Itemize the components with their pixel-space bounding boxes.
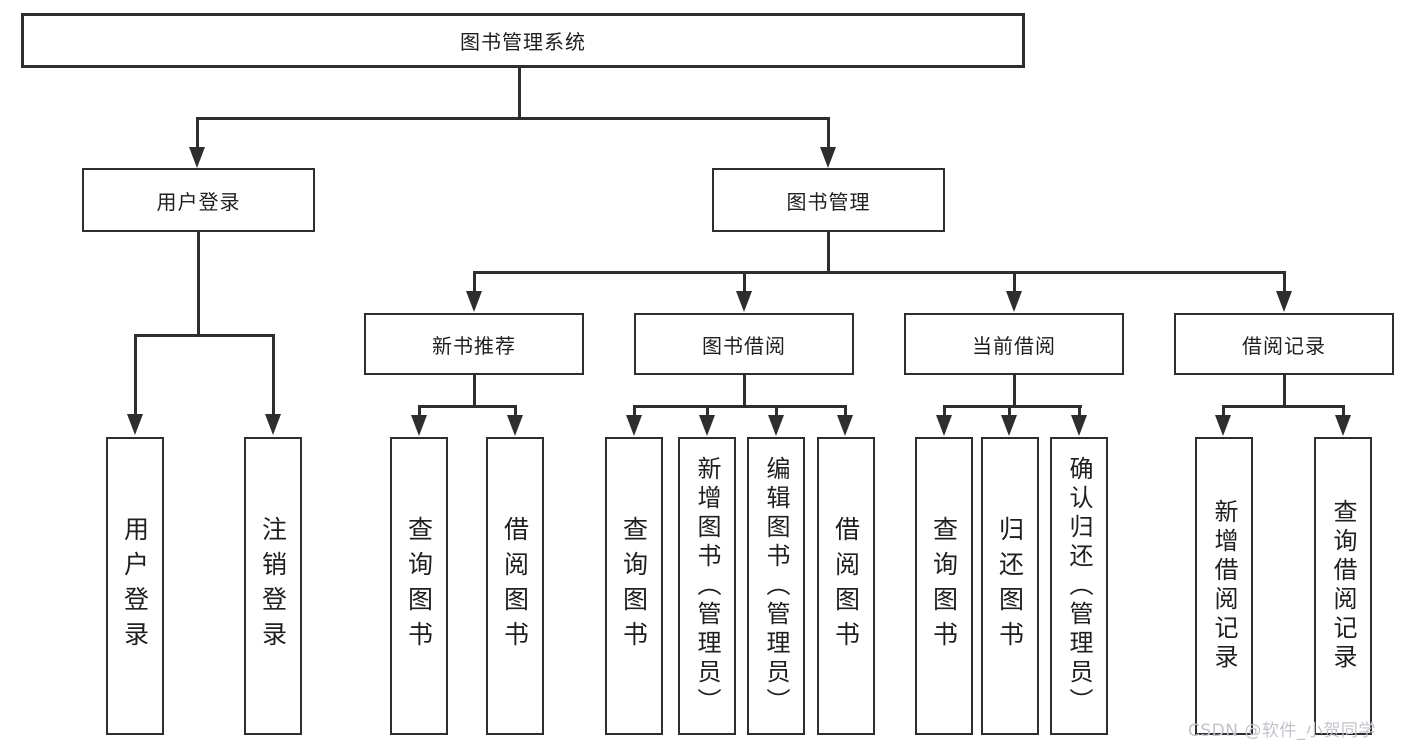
node-return-book-label: 归还图书	[995, 516, 1025, 656]
connector-line	[775, 405, 778, 416]
connector-line	[1283, 375, 1286, 406]
connector-line	[196, 117, 199, 148]
watermark-text: CSDN @软件_小贺同学	[1188, 721, 1376, 741]
node-user-login: 用户登录	[82, 168, 315, 232]
connector-line	[473, 271, 476, 292]
node-user-login-leaf-label: 用户登录	[120, 516, 150, 656]
connector-line	[197, 232, 200, 335]
arrow-down	[699, 415, 715, 436]
node-book-management: 图书管理	[712, 168, 945, 232]
connector-line	[1222, 405, 1345, 408]
arrow-down	[736, 291, 752, 312]
connector-line	[827, 117, 830, 148]
connector-line	[134, 334, 137, 415]
node-query-borrow-record: 查询借阅记录	[1314, 437, 1372, 735]
node-add-borrow-record: 新增借阅记录	[1195, 437, 1253, 735]
arrow-down	[1006, 291, 1022, 312]
arrow-down	[1001, 415, 1017, 436]
connector-line	[943, 405, 946, 416]
connector-line	[514, 405, 517, 416]
connector-line	[1078, 405, 1081, 416]
node-current-borrow-label: 当前借阅	[972, 333, 1056, 358]
arrow-down	[936, 415, 952, 436]
arrow-down	[411, 415, 427, 436]
node-new-book-recommend-label: 新书推荐	[432, 333, 516, 358]
connector-line	[1283, 271, 1286, 292]
connector-line	[1013, 375, 1016, 406]
connector-line	[518, 68, 521, 117]
arrow-down	[189, 147, 205, 168]
arrow-down	[626, 415, 642, 436]
arrow-down	[768, 415, 784, 436]
node-query-books-recommend-label: 查询图书	[404, 516, 434, 656]
node-confirm-return-admin: 确认归还（管理员）	[1050, 437, 1108, 735]
connector-line	[473, 375, 476, 406]
node-root: 图书管理系统	[21, 13, 1025, 68]
arrow-down	[837, 415, 853, 436]
connector-line	[473, 271, 1286, 274]
node-current-borrow: 当前借阅	[904, 313, 1124, 375]
arrow-down	[127, 414, 143, 435]
arrow-down	[1276, 291, 1292, 312]
node-add-book-admin-label: 新增图书（管理员）	[693, 455, 721, 717]
node-user-login-label: 用户登录	[156, 189, 241, 214]
arrow-down	[1335, 415, 1351, 436]
arrow-down	[265, 414, 281, 435]
connector-line	[418, 405, 517, 408]
node-return-book: 归还图书	[981, 437, 1039, 735]
connector-line	[706, 405, 709, 416]
node-query-books-current: 查询图书	[915, 437, 973, 735]
node-borrow-records-label: 借阅记录	[1242, 333, 1326, 358]
node-edit-book-admin: 编辑图书（管理员）	[747, 437, 805, 735]
node-logout-label: 注销登录	[258, 516, 288, 656]
arrow-down	[507, 415, 523, 436]
connector-line	[134, 334, 275, 337]
connector-line	[272, 334, 275, 415]
node-add-book-admin: 新增图书（管理员）	[678, 437, 736, 735]
connector-line	[743, 271, 746, 292]
node-query-books-recommend: 查询图书	[390, 437, 448, 735]
arrow-down	[820, 147, 836, 168]
node-book-management-label: 图书管理	[786, 189, 871, 214]
connector-line	[633, 405, 847, 408]
node-book-borrow-label: 图书借阅	[702, 333, 786, 358]
node-query-books-borrow-label: 查询图书	[619, 516, 649, 656]
connector-line	[844, 405, 847, 416]
arrow-down	[1071, 415, 1087, 436]
connector-line	[633, 405, 636, 416]
node-borrow-books-leaf: 借阅图书	[817, 437, 875, 735]
node-add-borrow-record-label: 新增借阅记录	[1210, 499, 1238, 673]
node-new-book-recommend: 新书推荐	[364, 313, 584, 375]
connector-line	[827, 232, 830, 273]
node-confirm-return-admin-label: 确认归还（管理员）	[1065, 455, 1093, 717]
node-borrow-records: 借阅记录	[1174, 313, 1394, 375]
arrow-down	[1215, 415, 1231, 436]
connector-line	[1222, 405, 1225, 416]
node-query-books-borrow: 查询图书	[605, 437, 663, 735]
connector-line	[418, 405, 421, 416]
connector-line	[743, 375, 746, 406]
node-user-login-leaf: 用户登录	[106, 437, 164, 735]
connector-line	[943, 405, 1082, 408]
node-edit-book-admin-label: 编辑图书（管理员）	[762, 455, 790, 717]
node-query-books-current-label: 查询图书	[929, 516, 959, 656]
connector-line	[1013, 271, 1016, 292]
node-query-borrow-record-label: 查询借阅记录	[1329, 499, 1357, 673]
arrow-down	[466, 291, 482, 312]
connector-line	[196, 117, 830, 120]
node-logout: 注销登录	[244, 437, 302, 735]
connector-line	[1342, 405, 1345, 416]
node-borrow-books-recommend: 借阅图书	[486, 437, 544, 735]
connector-line	[1008, 405, 1011, 416]
node-root-label: 图书管理系统	[460, 30, 586, 54]
node-book-borrow: 图书借阅	[634, 313, 854, 375]
node-borrow-books-leaf-label: 借阅图书	[831, 516, 861, 656]
node-borrow-books-recommend-label: 借阅图书	[500, 516, 530, 656]
